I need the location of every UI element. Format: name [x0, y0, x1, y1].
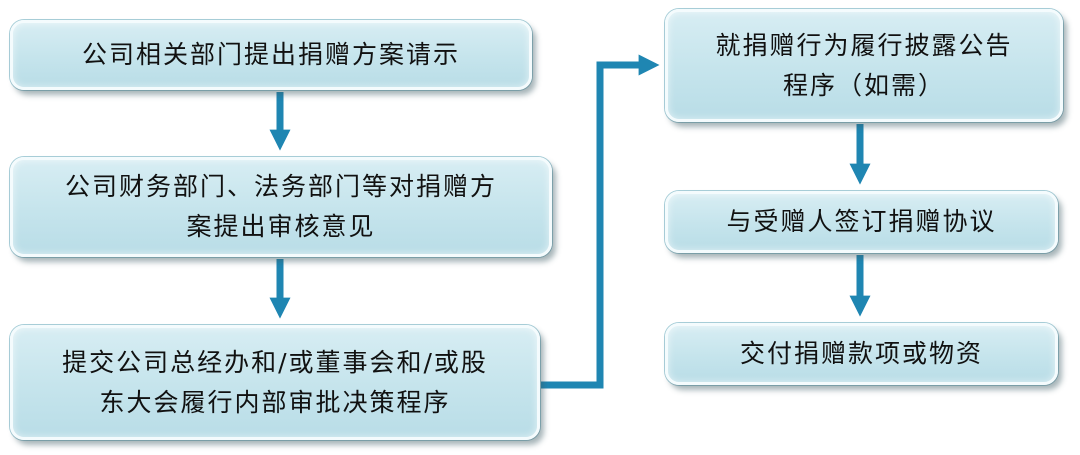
step-3-box: 提交公司总经办和/或董事会和/或股 东大会履行内部审批决策程序 [10, 325, 540, 440]
step-6-box: 交付捐赠款项或物资 [665, 323, 1058, 385]
step-2-text: 公司财务部门、法务部门等对捐赠方 案提出审核意见 [65, 167, 497, 247]
step-2-box: 公司财务部门、法务部门等对捐赠方 案提出审核意见 [10, 157, 552, 257]
step-2-line-2: 案提出审核意见 [186, 212, 376, 241]
step-6-line-1: 交付捐赠款项或物资 [739, 339, 983, 368]
step-4-box: 就捐赠行为履行披露公告 程序（如需） [665, 9, 1063, 122]
step-4-line-1: 就捐赠行为履行披露公告 [715, 30, 1013, 60]
step-3-text: 提交公司总经办和/或董事会和/或股 东大会履行内部审批决策程序 [62, 343, 488, 423]
step-5-box: 与受赠人签订捐赠协议 [665, 191, 1058, 253]
step-4-text: 就捐赠行为履行披露公告 程序（如需） [715, 26, 1012, 106]
step-6-text: 交付捐赠款项或物资 [740, 334, 983, 374]
step-1-box: 公司相关部门提出捐赠方案请示 [10, 20, 532, 90]
step-1-line-1: 公司相关部门提出捐赠方案请示 [81, 40, 460, 69]
step-5-line-1: 与受赠人签订捐赠协议 [726, 207, 997, 236]
step-3-line-2: 东大会履行内部审批决策程序 [99, 387, 451, 417]
step-3-line-1: 提交公司总经办和/或董事会和/或股 [62, 347, 488, 377]
step-5-text: 与受赠人签订捐赠协议 [726, 202, 996, 242]
arrow-step3-to-step4 [540, 54, 660, 389]
step-4-line-2: 程序（如需） [782, 70, 945, 100]
step-1-text: 公司相关部门提出捐赠方案请示 [82, 35, 460, 75]
step-2-line-1: 公司财务部门、法务部门等对捐赠方 [64, 172, 497, 201]
